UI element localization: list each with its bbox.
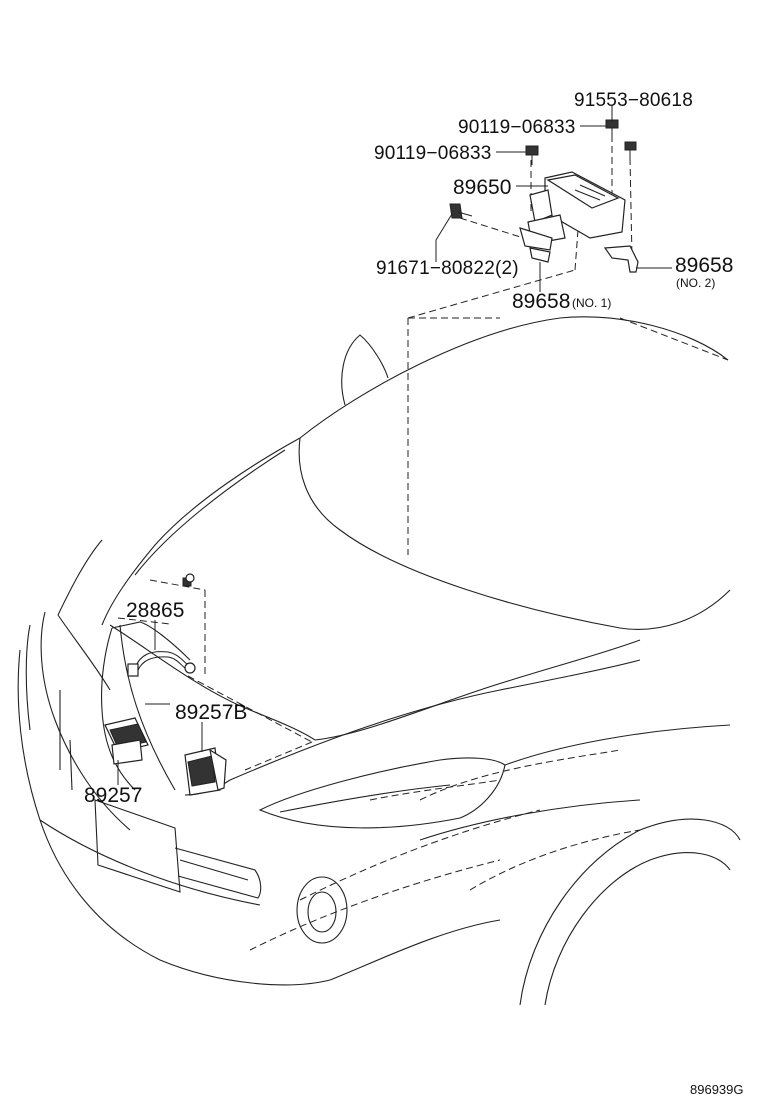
bolt-icon	[449, 203, 473, 219]
part-label-90119-lower: 90119−06833	[374, 143, 492, 164]
part-note-89658-no2: (NO. 2)	[676, 276, 715, 290]
figure-code: 896939G	[690, 1082, 744, 1097]
part-label-89658-no2: 89658	[675, 254, 733, 277]
part-label-28865: 28865	[126, 599, 184, 622]
bracket-no1-icon	[519, 227, 553, 263]
part-label-89650: 89650	[453, 176, 511, 199]
part-label-89257: 89257	[84, 784, 142, 807]
upper-assembly	[449, 119, 639, 273]
bolt-icon	[525, 145, 539, 165]
bolt-icon	[624, 141, 637, 160]
ecu-89257-icon	[104, 717, 149, 765]
vehicle-outline	[17, 316, 741, 1006]
bolt-icon	[605, 119, 619, 136]
part-label-90119-upper: 90119−06833	[458, 117, 576, 138]
ecu-module-icon	[527, 171, 626, 245]
part-label-91671: 91671−80822(2)	[376, 258, 519, 279]
guide-lines	[117, 135, 729, 771]
leader-lines	[117, 105, 672, 785]
part-label-91553: 91553−80618	[574, 90, 693, 111]
sensor-harness-icon	[127, 573, 196, 677]
part-label-89257b: 89257B	[175, 701, 247, 724]
part-label-89658-no1: 89658	[512, 290, 570, 313]
ecu-89257b-icon	[184, 747, 227, 796]
bracket-no2-icon	[603, 245, 639, 273]
part-note-89658-no1: (NO. 1)	[572, 296, 611, 310]
lower-assembly	[104, 573, 227, 796]
